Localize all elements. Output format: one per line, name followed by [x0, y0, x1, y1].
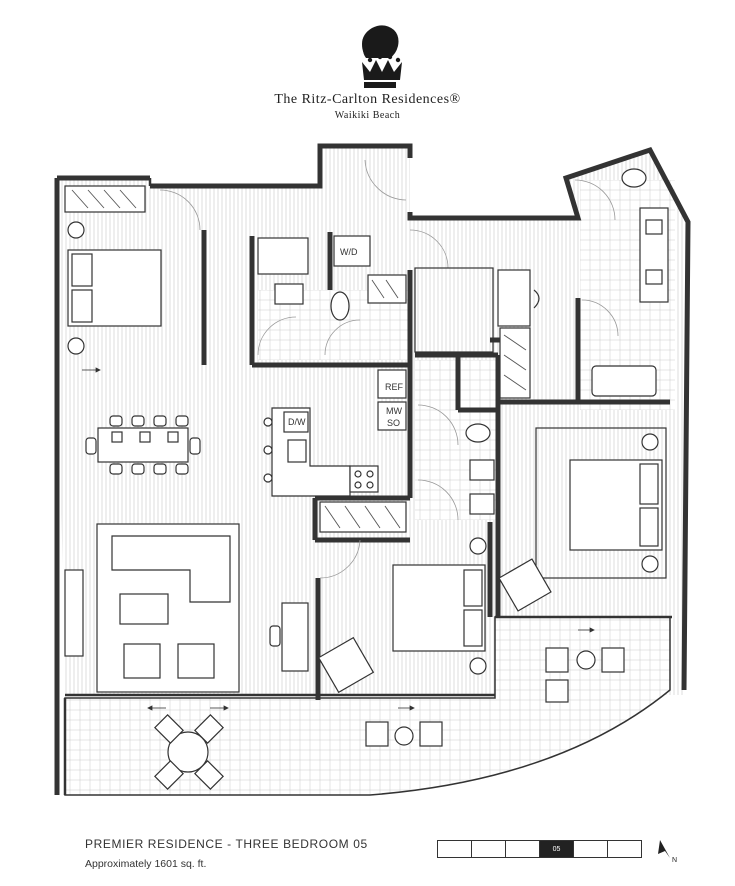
nightstand-lamp — [67, 337, 85, 355]
nightstand-lamp — [469, 537, 487, 555]
washer-dryer-label: W/D — [340, 247, 358, 257]
lanai-chair — [365, 721, 389, 747]
lanai-side-table — [394, 726, 414, 746]
lanai-floor — [64, 616, 671, 796]
nightstand-lamp — [641, 555, 659, 573]
oven-label: SO — [387, 418, 400, 428]
dishwasher — [283, 411, 309, 433]
key-plan-cell — [437, 840, 472, 858]
north-arrow-icon: N — [658, 840, 677, 864]
toilet — [465, 423, 491, 443]
laundry-sink — [274, 283, 304, 305]
lanai-chair — [601, 647, 625, 673]
nightstand-lamp — [67, 221, 85, 239]
bath-sink — [469, 459, 495, 481]
brand-name: The Ritz-Carlton Residences® — [274, 92, 461, 107]
lanai-chair — [545, 679, 569, 703]
lounge-chair — [498, 558, 552, 612]
toilet — [621, 168, 647, 188]
coffee-table — [119, 593, 169, 625]
lanai-chair — [419, 721, 443, 747]
lanai-table — [167, 731, 209, 773]
cooktop — [349, 465, 379, 493]
unit-area: Approximately 1601 sq. ft. — [85, 858, 207, 870]
hall-closet — [367, 274, 407, 304]
microwave-label: MW — [386, 406, 402, 416]
lounge-chair — [317, 636, 375, 694]
armchair — [177, 643, 215, 679]
kitchen-sink — [287, 439, 307, 463]
key-plan: 05 — [437, 840, 642, 858]
key-plan-cell — [505, 840, 540, 858]
media-console — [64, 569, 84, 657]
microwave-oven — [377, 401, 407, 431]
study-desk — [497, 269, 531, 327]
headboard-wall — [535, 427, 667, 579]
walk-in-closet — [414, 267, 494, 353]
nightstand-lamp — [469, 657, 487, 675]
washer-dryer — [333, 235, 371, 267]
toilet — [330, 291, 350, 321]
brand-location: Waikiki Beach — [334, 110, 401, 121]
refrigerator-label: REF — [385, 382, 404, 392]
lanai-side-table — [576, 650, 596, 670]
bedroom-closet — [64, 185, 146, 213]
lanai-chair — [545, 647, 569, 673]
armchair — [123, 643, 161, 679]
bath-sink — [469, 493, 495, 515]
nightstand-lamp — [641, 433, 659, 451]
storage-cabinet — [257, 237, 309, 275]
key-plan-cell — [471, 840, 506, 858]
key-plan-cell-active: 05 — [539, 840, 574, 858]
refrigerator — [377, 369, 407, 399]
kitchen-pantry — [319, 501, 407, 533]
ritz-carlton-lion-crest-logo — [362, 25, 402, 88]
compass-label: N — [672, 857, 677, 864]
sectional-sofa — [111, 535, 231, 603]
dishwasher-label: D/W — [288, 417, 306, 427]
unit-title: PREMIER RESIDENCE - THREE BEDROOM 05 — [85, 837, 368, 851]
desk — [281, 602, 309, 672]
key-plan-cell — [573, 840, 608, 858]
bathtub — [591, 365, 657, 397]
key-plan-cell — [607, 840, 642, 858]
